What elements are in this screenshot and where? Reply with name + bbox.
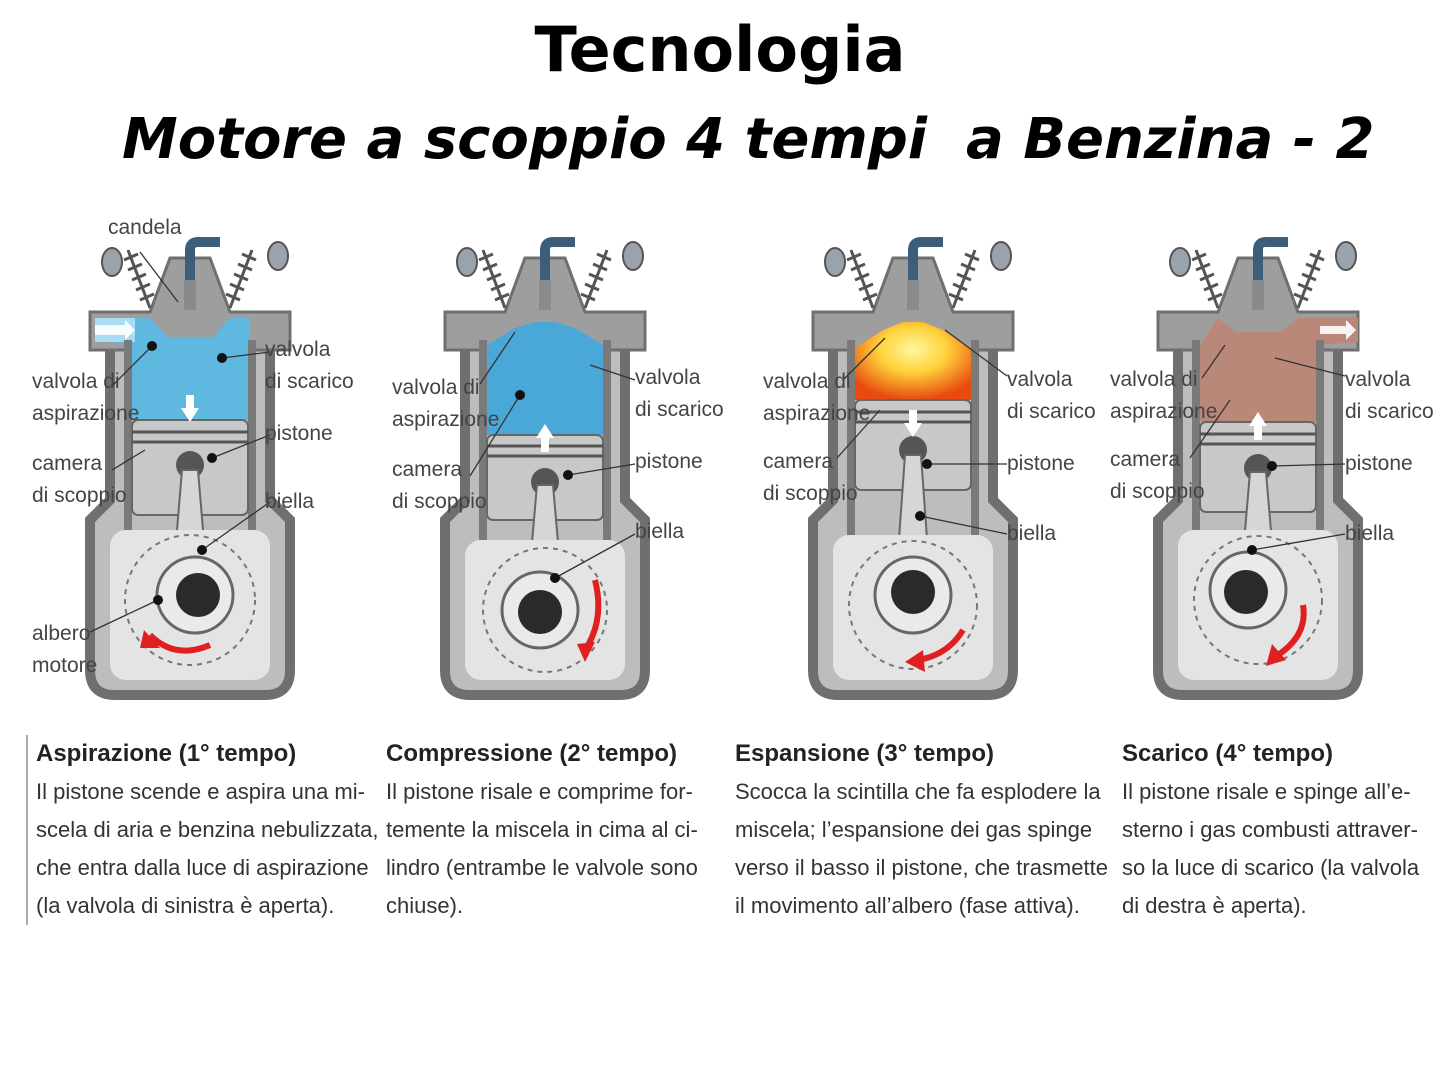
phase-expansion-description: Espansione (3° tempo) Scocca la scintill… <box>735 735 1108 925</box>
label-exhaust-valve: valvola di scarico <box>1345 368 1434 423</box>
label-exhaust-valve: valvola di scarico <box>265 338 354 393</box>
label-intake-valve: valvola di aspirazione <box>763 370 871 425</box>
phase-text: Il pistone risale e comprime for- tement… <box>386 779 698 918</box>
page-title: Tecnologia <box>534 13 906 86</box>
label-piston: pistone <box>635 450 703 473</box>
phase-text: Il pistone risale e spinge all’e- sterno… <box>1122 779 1420 918</box>
phase-title: Aspirazione (1° tempo) <box>36 740 297 767</box>
diagram-exhaust: valvola di aspirazione valvola di scaric… <box>1090 200 1440 720</box>
engine-intake-illustration <box>85 237 295 700</box>
label-connecting-rod: biella <box>1345 522 1395 545</box>
label-exhaust-valve: valvola di scarico <box>1007 368 1096 423</box>
label-crankshaft: albero motore <box>32 622 98 677</box>
diagram-expansion: valvola di aspirazione valvola di scaric… <box>745 200 1105 720</box>
label-intake-valve: valvola di aspirazione <box>392 376 500 431</box>
label-combustion-chamber: camera di scoppio <box>1110 448 1205 503</box>
phase-title: Espansione (3° tempo) <box>735 740 994 767</box>
engine-compression-illustration <box>440 237 650 700</box>
diagram-intake: candela valvola di aspirazione valvola d… <box>20 200 380 720</box>
compressed-mixture <box>487 322 603 435</box>
label-connecting-rod: biella <box>1007 522 1057 545</box>
label-combustion-chamber: camera di scoppio <box>32 452 127 507</box>
label-intake-valve: valvola di aspirazione <box>1110 368 1218 423</box>
engine-exhaust-illustration <box>1153 237 1363 700</box>
explosion <box>855 322 971 400</box>
label-combustion-chamber: camera di scoppio <box>763 450 858 505</box>
label-connecting-rod: biella <box>265 490 315 513</box>
phase-text: Scocca la scintilla che fa esplodere la … <box>735 779 1108 918</box>
label-exhaust-valve: valvola di scarico <box>635 366 724 421</box>
diagram-compression: valvola di aspirazione valvola di scaric… <box>380 200 740 720</box>
phase-title: Scarico (4° tempo) <box>1122 740 1333 767</box>
engine-expansion-illustration <box>808 237 1018 700</box>
phase-title: Compressione (2° tempo) <box>386 740 677 767</box>
label-piston: pistone <box>265 422 333 445</box>
intake-mixture <box>100 318 250 420</box>
phase-compression-description: Compressione (2° tempo) Il pistone risal… <box>386 735 721 925</box>
phase-text: Il pistone scende e aspira una mi- scela… <box>36 779 379 918</box>
label-spark-plug: candela <box>108 216 182 239</box>
label-intake-valve: valvola di aspirazione <box>32 370 140 425</box>
label-piston: pistone <box>1345 452 1413 475</box>
label-combustion-chamber: camera di scoppio <box>392 458 487 513</box>
page-subtitle: Motore a scoppio 4 tempi a Benzina - 2 <box>122 107 1375 172</box>
phase-intake-description: Aspirazione (1° tempo) Il pistone scende… <box>26 735 379 925</box>
label-piston: pistone <box>1007 452 1075 475</box>
phase-exhaust-description: Scarico (4° tempo) Il pistone risale e s… <box>1122 735 1422 925</box>
label-connecting-rod: biella <box>635 520 685 543</box>
